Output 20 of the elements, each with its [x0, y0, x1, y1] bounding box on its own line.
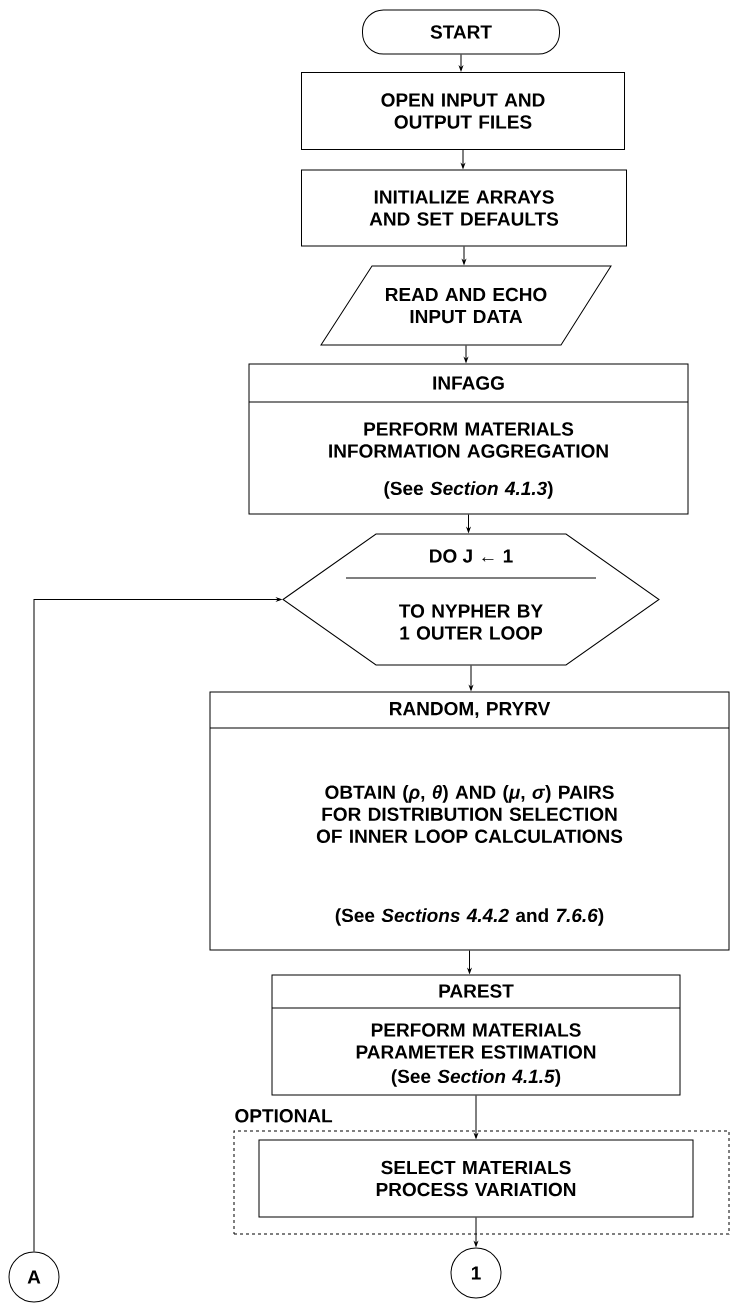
arrow: [459, 54, 463, 71]
process-box: INFAGG PERFORM MATERIALS INFORMATION AGGREGATION (See Section 4.1.3): [248, 363, 689, 515]
node-label: OPTIONAL: [235, 1109, 333, 1123]
process-box: PAREST PERFORM MATERIALS PARAMETER ESTIMATION (See Section 4.1.5): [271, 974, 681, 1096]
process-box: RANDOM, PRYRV OBTAIN (ρ, θ) AND (μ, σ) PAIRS FOR DISTRIBUTION SELECTION OF INNER LOOP CALCULATIONS (See Sections 4.4.2 and 7.6.6): [209, 691, 730, 951]
input-output-parallelogram: READ AND ECHO INPUT DATA: [320, 265, 612, 346]
arrow: [469, 665, 473, 691]
arrow: [462, 246, 466, 265]
arrow: [464, 345, 468, 363]
arrow: [474, 1095, 478, 1139]
arrow: [461, 149, 465, 169]
process-box: OPEN INPUT AND OUTPUT FILES: [301, 72, 625, 150]
process-box: INITIALIZE ARRAYS AND SET DEFAULTS: [301, 169, 627, 247]
arrow: [467, 950, 472, 974]
arrow: [466, 514, 471, 533]
loop-hexagon: DO J ← 1 TO NYPHER BY 1 OUTER LOOP: [282, 533, 660, 666]
arrow: [474, 1217, 478, 1247]
process-box: SELECT MATERIALS PROCESS VARIATION: [258, 1139, 694, 1218]
arrow: [33, 597, 282, 1252]
terminal-box: START: [362, 9, 560, 55]
